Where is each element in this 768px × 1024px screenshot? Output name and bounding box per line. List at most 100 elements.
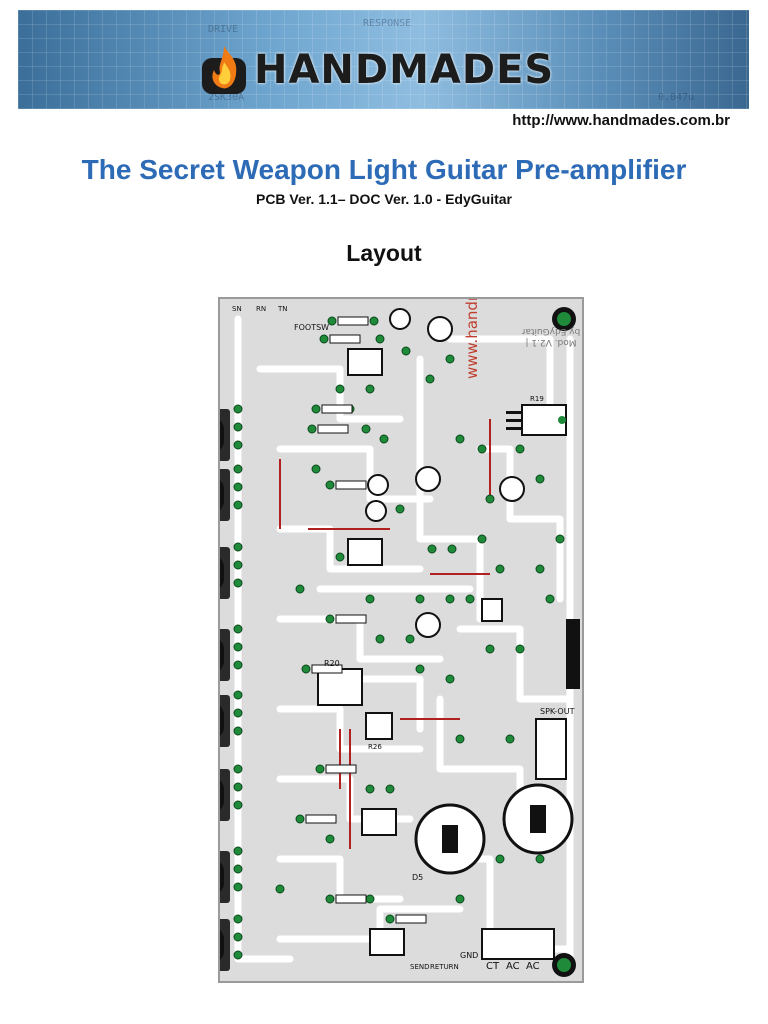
solder-pad: [445, 594, 455, 604]
pcb-label: SN: [232, 305, 242, 313]
solder-pad: [545, 594, 555, 604]
solder-pad: [365, 594, 375, 604]
solder-pad: [295, 814, 305, 824]
solder-pad: [233, 782, 243, 792]
solder-pad: [445, 354, 455, 364]
solder-pad: [233, 440, 243, 450]
solder-pad: [233, 708, 243, 718]
document-title: The Secret Weapon Light Guitar Pre-ampli…: [81, 154, 687, 185]
solder-pad: [233, 422, 243, 432]
header-banner: DRIVE RESPONSE 2SK30A 0.047u HANDMADES: [18, 10, 749, 109]
resistor: [395, 914, 427, 924]
solder-pad: [455, 894, 465, 904]
solder-pad: [477, 444, 487, 454]
solder-pad: [385, 784, 395, 794]
input-jack: [220, 547, 230, 599]
solder-pad: [555, 534, 565, 544]
input-jack: [220, 629, 230, 681]
solder-pad: [455, 434, 465, 444]
solder-pad: [233, 800, 243, 810]
solder-pad: [233, 500, 243, 510]
pcb-watermark: www.handmades.com.br: [463, 299, 481, 379]
banner-ghost-text: 2SK30A: [208, 92, 245, 103]
solder-pad: [233, 404, 243, 414]
solder-pad: [325, 614, 335, 624]
solder-pad: [301, 664, 311, 674]
solder-pad: [233, 726, 243, 736]
solder-pad: [375, 334, 385, 344]
solder-pad: [535, 474, 545, 484]
resistor: [335, 894, 367, 904]
pcb-label: FOOTSW: [294, 323, 330, 332]
solder-pad: [233, 914, 243, 924]
solder-pad: [427, 544, 437, 554]
solder-pad: [233, 464, 243, 474]
solder-pad: [365, 894, 375, 904]
solder-pad: [535, 564, 545, 574]
solder-pad: [505, 734, 515, 744]
input-jack: [220, 695, 230, 747]
solder-pad: [495, 564, 505, 574]
solder-pad: [233, 542, 243, 552]
solder-pad: [425, 374, 435, 384]
resistor: [335, 614, 367, 624]
resistor: [305, 814, 337, 824]
pcb-artwork: [233, 307, 580, 977]
site-url-link[interactable]: http://www.handmades.com.br: [512, 112, 730, 129]
resistor: [337, 316, 369, 326]
resistor: [329, 334, 361, 344]
solder-pad: [369, 316, 379, 326]
solder-pad: [401, 346, 411, 356]
flame-icon: [202, 46, 246, 94]
solder-pad: [311, 404, 321, 414]
input-jack: [220, 769, 230, 821]
pcb-label: RN: [256, 305, 267, 313]
solder-pad: [465, 594, 475, 604]
solder-pad: [307, 424, 317, 434]
terminal-blocks: [365, 619, 580, 960]
input-jack: [220, 851, 230, 903]
solder-pad: [335, 552, 345, 562]
solder-pad: [365, 784, 375, 794]
solder-pad: [233, 932, 243, 942]
solder-pad: [233, 950, 243, 960]
solder-pad: [275, 884, 285, 894]
solder-pad: [233, 578, 243, 588]
pcb-label: GND: [460, 951, 479, 960]
solder-pad: [319, 334, 329, 344]
solder-pad: [361, 424, 371, 434]
solder-pad: [385, 914, 395, 924]
input-jack: [220, 409, 230, 461]
solder-pad: [455, 734, 465, 744]
solder-pad: [415, 664, 425, 674]
resistor: [325, 764, 357, 774]
banner-ghost-text: 0.047u: [658, 92, 695, 103]
input-jack: [220, 919, 230, 971]
mount-holes: [552, 307, 576, 977]
solder-pad: [325, 834, 335, 844]
input-jack: [220, 469, 230, 521]
ic-chips: [317, 348, 503, 956]
solder-pad: [233, 482, 243, 492]
solder-pad: [515, 444, 525, 454]
solder-pad: [233, 660, 243, 670]
solder-pad: [233, 560, 243, 570]
solder-pad: [395, 504, 405, 514]
solder-pad: [405, 634, 415, 644]
pcb-label: AC: [526, 961, 540, 972]
pcb-label: RETURN: [430, 963, 459, 971]
solder-pad: [315, 764, 325, 774]
solder-pad: [233, 690, 243, 700]
circuit-grid-background: [18, 10, 749, 109]
solder-pad: [233, 846, 243, 856]
banner-ghost-text: DRIVE: [208, 24, 239, 35]
banner-ghost-text: RESPONSE: [363, 18, 412, 29]
solder-pad: [335, 384, 345, 394]
pcb-label: SPK-OUT: [540, 707, 575, 716]
solder-pad: [365, 384, 375, 394]
solder-pad: [325, 894, 335, 904]
resistor: [321, 404, 353, 414]
pcb-label: R19: [530, 395, 544, 403]
solder-pad: [233, 882, 243, 892]
solder-pad: [233, 624, 243, 634]
